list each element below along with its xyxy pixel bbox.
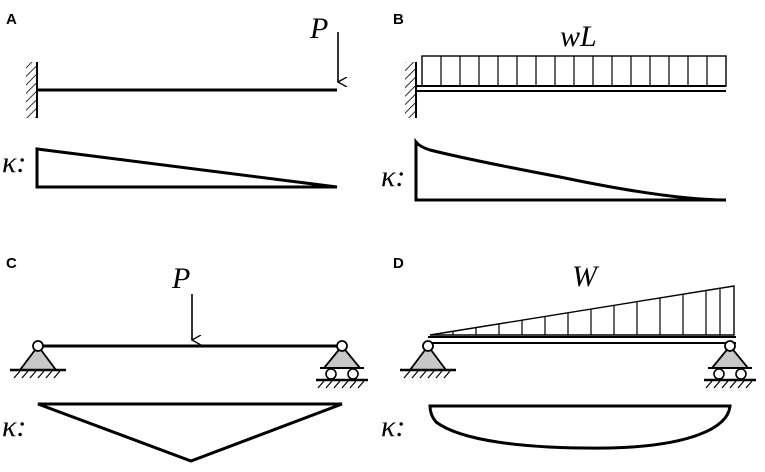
panel-c-letter: C [6,255,17,272]
beam-b [416,85,726,92]
curvature-label-c: κ: [2,410,26,443]
roller-support-c [316,340,368,389]
curvature-label-a: κ: [2,146,26,179]
curvature-diagram-c [37,402,343,463]
curvature-diagram-a [35,147,338,189]
curvature-diagram-b [414,137,727,202]
pin-support-c [10,340,66,379]
curvature-label-d: κ: [381,410,405,443]
roller-support-d [704,340,756,389]
load-label-a: P [309,12,328,45]
panel-c: C P κ: [2,255,368,463]
panel-b-letter: B [393,11,404,28]
load-label-c: P [171,262,190,295]
beam-d [428,336,736,344]
load-label-b: wL [560,20,597,53]
load-label-d: W [572,260,600,293]
panel-d-letter: D [393,255,404,272]
fixed-wall-support-a [26,62,38,118]
curvature-label-b: κ: [381,160,405,193]
uniform-load-block-b [421,55,727,87]
panel-a: A P κ: [2,11,338,189]
panel-b: B wL κ: [381,11,727,202]
curvature-diagram-d [428,404,732,450]
fixed-wall-support-b [405,62,417,118]
panel-d: D W [381,255,756,450]
pin-support-d [400,340,456,379]
triangular-load-d [429,285,735,336]
panel-a-letter: A [6,11,17,28]
